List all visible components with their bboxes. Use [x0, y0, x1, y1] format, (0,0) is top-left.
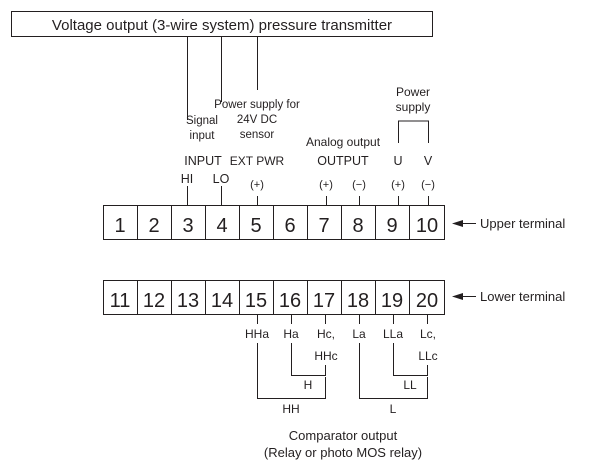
- arrow-heads: [452, 220, 463, 300]
- lc-label-line-1: Lc,: [420, 327, 436, 341]
- lower-arrow-head: [452, 293, 463, 300]
- signal-input-line-2: input: [190, 130, 216, 142]
- terminal-7: 7: [318, 215, 329, 237]
- terminal-14: 14: [211, 290, 233, 312]
- connector-lines: [11, 11, 476, 399]
- hc-label-line-2: HHc: [314, 349, 337, 363]
- l-bracket-label: L: [390, 402, 397, 416]
- u-label: U: [393, 154, 402, 168]
- v-label: V: [424, 154, 433, 168]
- output-label: OUTPUT: [317, 154, 369, 168]
- la-label: La: [352, 327, 366, 341]
- upper-arrow-head: [452, 220, 463, 227]
- title-box: [11, 11, 433, 37]
- lower-dividers: [137, 280, 410, 315]
- lc-label-line-2: LLc: [418, 349, 437, 363]
- ll-bracket-label: LL: [403, 378, 417, 392]
- terminal-12: 12: [143, 290, 165, 312]
- ext-pwr-label: EXT PWR: [230, 154, 285, 168]
- comparator-caption-line-1: Comparator output: [289, 428, 398, 443]
- terminal-15: 15: [245, 290, 267, 312]
- sensor-supply-line-3: sensor: [240, 129, 275, 141]
- terminal-8: 8: [352, 215, 363, 237]
- signal-input-line-1: Signal: [186, 115, 218, 127]
- input-label: INPUT: [184, 154, 222, 168]
- terminal-11: 11: [110, 290, 131, 312]
- terminal-19: 19: [381, 290, 403, 312]
- power-minus-sign: (−): [421, 179, 435, 191]
- sensor-supply-line-1: Power supply for: [214, 99, 300, 111]
- output-plus-sign: (+): [319, 179, 333, 191]
- terminal-2: 2: [148, 215, 159, 237]
- terminal-13: 13: [177, 290, 199, 312]
- h-bracket-label: H: [304, 378, 313, 392]
- lo-label: LO: [213, 172, 230, 186]
- ext-pwr-sign: (+): [250, 179, 264, 191]
- lower-terminal-numbers: 11 12 13 14 15 16 17 18 19 20: [110, 290, 439, 312]
- power-supply-line-1: Power: [396, 85, 430, 99]
- upper-terminal-numbers: 1 2 3 4 5 6 7 8 9 10: [114, 215, 438, 237]
- terminal-16: 16: [279, 290, 301, 312]
- terminal-5: 5: [250, 215, 261, 237]
- bracket-l: [359, 343, 428, 399]
- lower-terminal-label: Lower terminal: [480, 289, 565, 304]
- terminal-18: 18: [347, 290, 369, 312]
- terminal-17: 17: [313, 290, 335, 312]
- output-minus-sign: (−): [352, 179, 366, 191]
- analog-output-label: Analog output: [306, 135, 381, 149]
- bracket-h: [291, 343, 326, 376]
- upper-dividers: [137, 205, 410, 240]
- terminal-20: 20: [416, 290, 438, 312]
- terminal-9: 9: [386, 215, 397, 237]
- ha-label: Ha: [283, 327, 299, 341]
- terminal-6: 6: [284, 215, 295, 237]
- hc-label-line-1: Hc,: [317, 327, 335, 341]
- power-supply-bracket: [398, 120, 429, 143]
- comparator-caption-line-2: (Relay or photo MOS relay): [264, 445, 422, 460]
- sensor-supply-line-2: 24V DC: [237, 114, 277, 126]
- terminal-4: 4: [216, 215, 227, 237]
- terminal-1: 1: [114, 215, 125, 237]
- hh-bracket-label: HH: [282, 402, 299, 416]
- terminal-10: 10: [416, 215, 438, 237]
- bracket-ll: [393, 343, 428, 376]
- hi-label: HI: [181, 172, 194, 186]
- upper-terminal-label: Upper terminal: [480, 216, 565, 231]
- lla-label: LLa: [383, 327, 403, 341]
- diagram-title: Voltage output (3-wire system) pressure …: [52, 17, 392, 34]
- power-supply-line-2: supply: [396, 100, 431, 114]
- bracket-hh: [257, 343, 326, 399]
- terminal-3: 3: [182, 215, 193, 237]
- hha-label: HHa: [245, 327, 269, 341]
- power-plus-sign: (+): [391, 179, 405, 191]
